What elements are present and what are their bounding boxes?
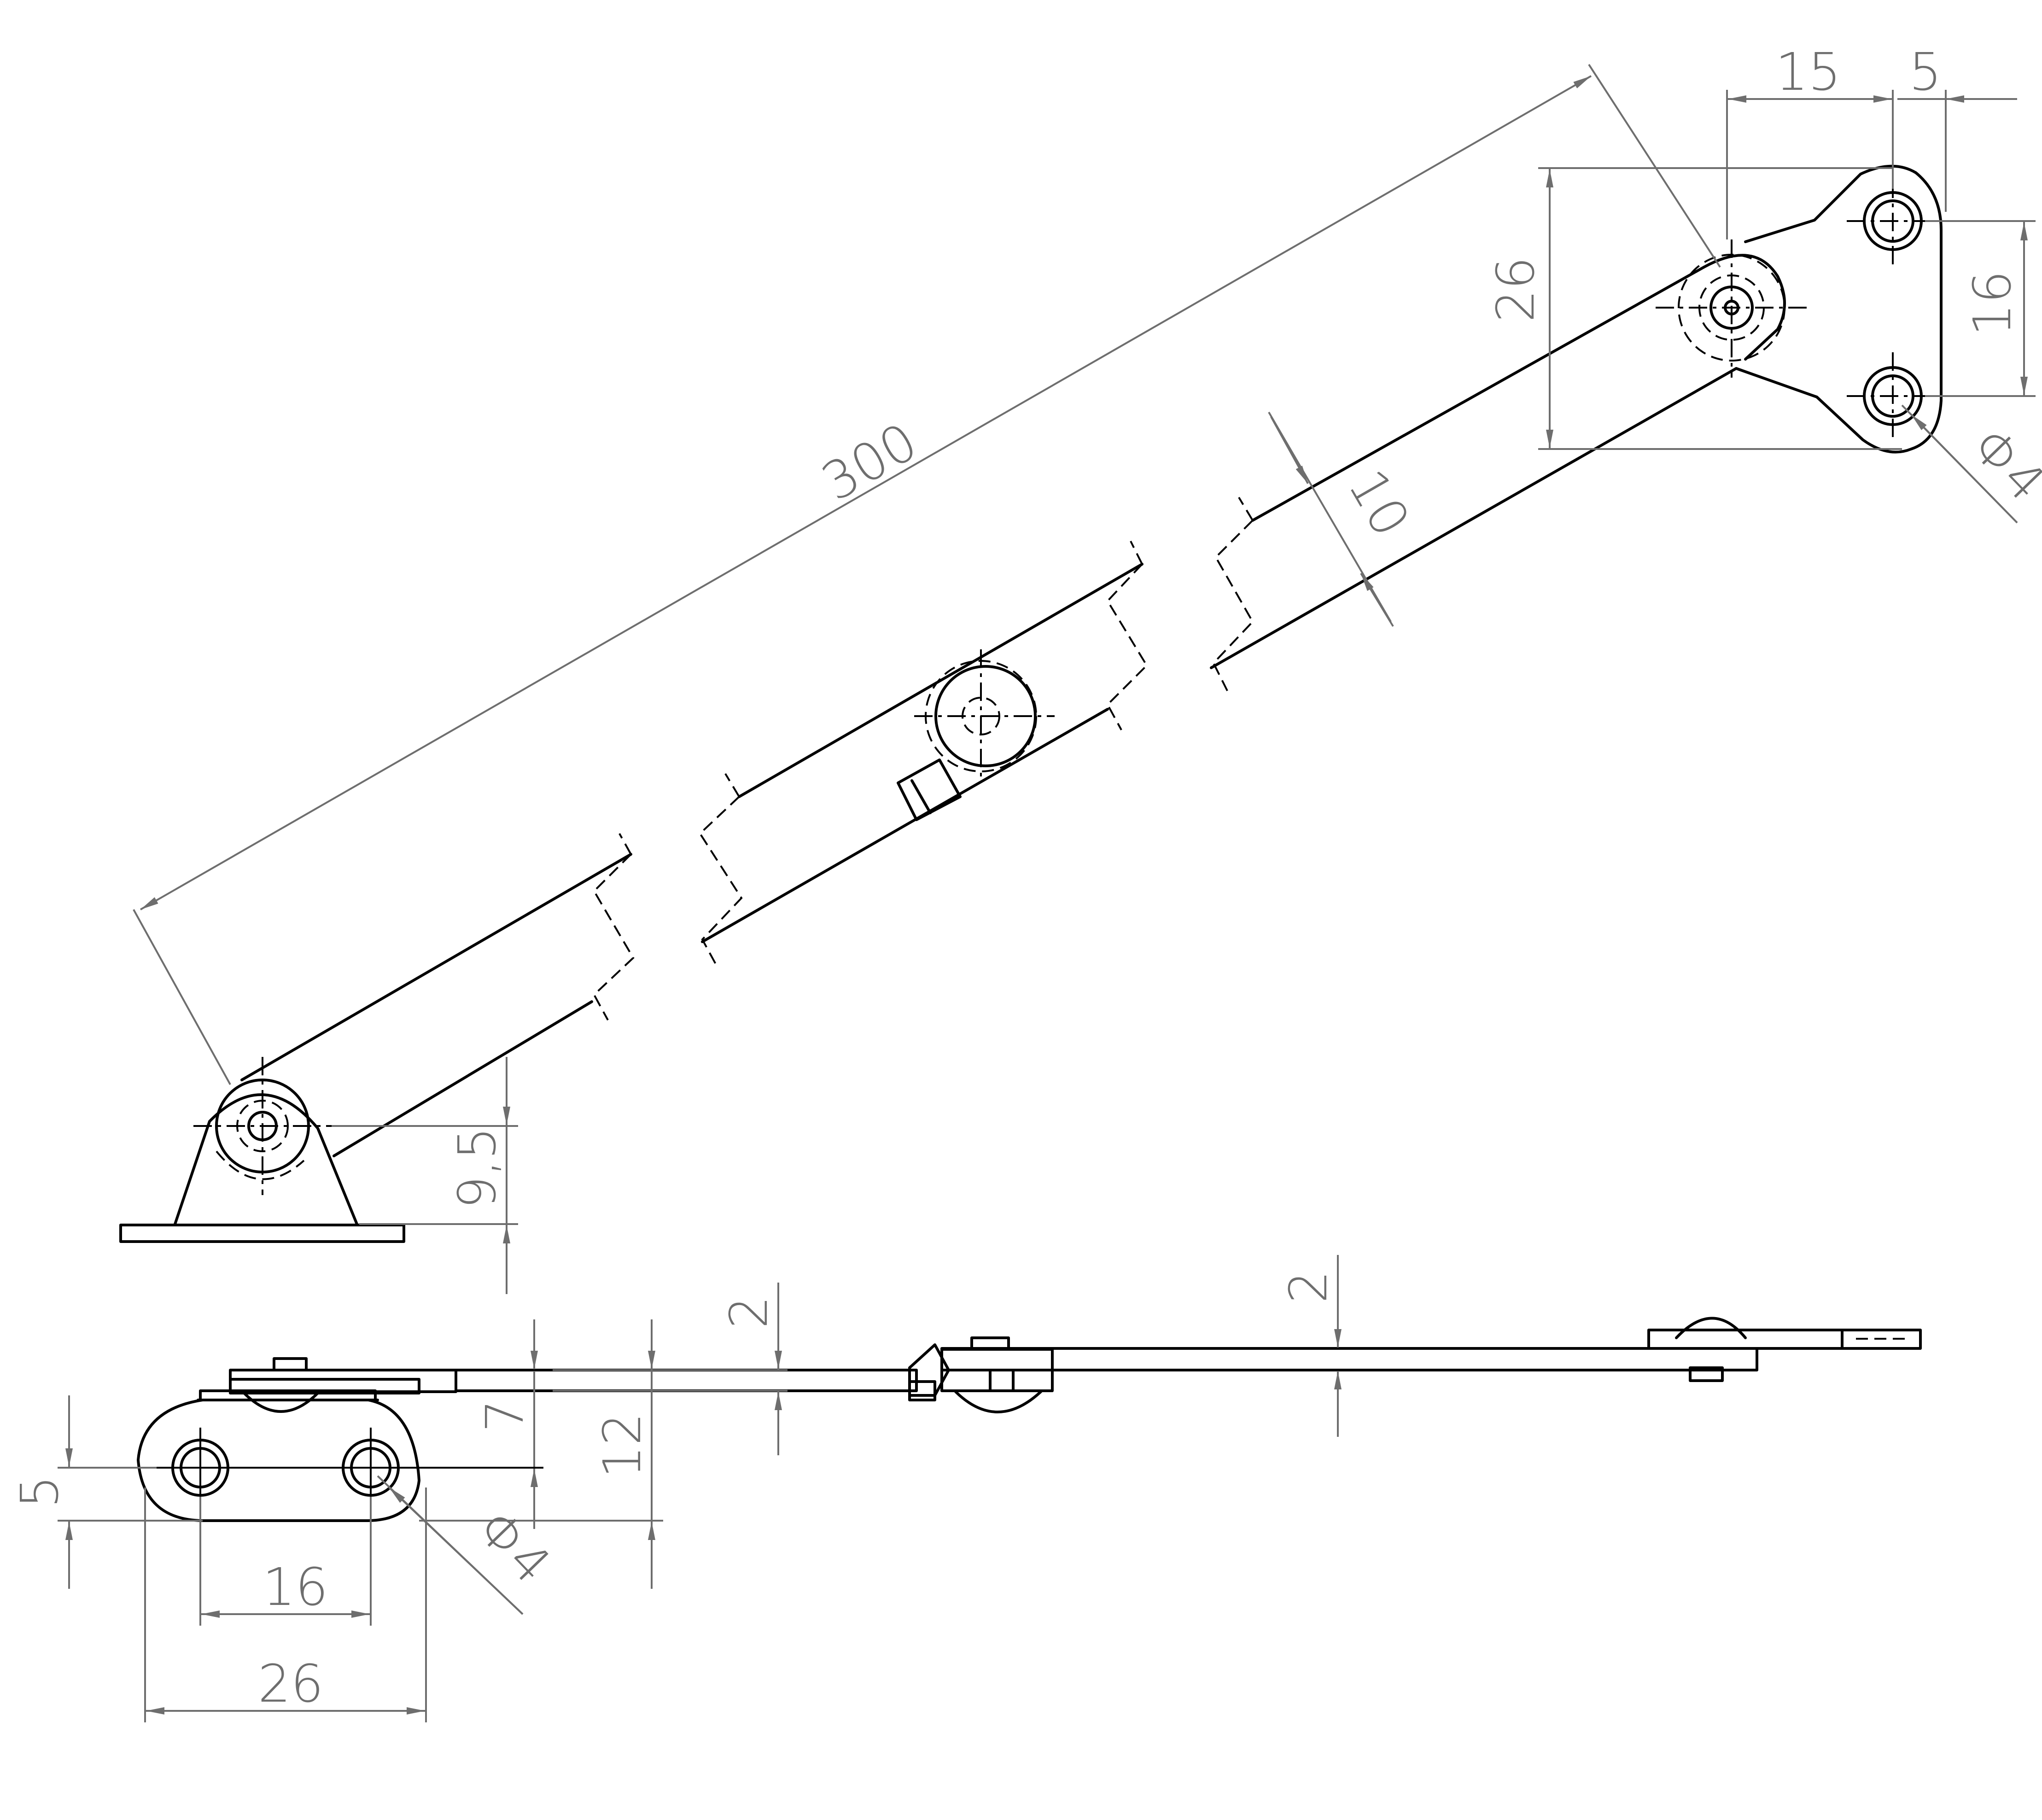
- side-view: [137, 1317, 1922, 1522]
- dimension-26-upper: 26: [1486, 167, 1902, 450]
- dim-12-label: 12: [593, 1412, 653, 1478]
- dim-2-right-label: 2: [1279, 1271, 1339, 1303]
- dim-9-5-label: 9,5: [448, 1127, 508, 1209]
- dimension-2-left: 2: [553, 1283, 788, 1455]
- dimension-15-5: 15 5: [1726, 42, 2017, 239]
- dim-16-base-label: 16: [263, 1558, 328, 1617]
- arm-top-view: [240, 266, 1738, 1157]
- dim-26-upper-label: 26: [1486, 257, 1546, 322]
- dimension-16-upper: 16: [1925, 220, 2036, 397]
- dimension-2-right: 2: [1279, 1255, 1342, 1437]
- dimension-12: 12: [419, 1319, 663, 1589]
- dim-26-base-label: 26: [258, 1654, 324, 1714]
- svg-text:Φ4: Φ4: [1960, 416, 2042, 513]
- dimension-300: 300: [133, 64, 1721, 1085]
- dim-300-label: 300: [812, 412, 928, 513]
- dimension-dia4-upper: Φ4: [1901, 404, 2042, 524]
- lower-base-plate: [119, 1224, 405, 1243]
- dim-7-label: 7: [475, 1400, 535, 1432]
- dimension-26-base: 26: [144, 1488, 427, 1722]
- dimension-5-base: 5: [10, 1395, 203, 1589]
- upper-plate-outline: [1735, 164, 1943, 454]
- lower-bracket-top-view: [119, 1057, 405, 1243]
- dimension-7: 7: [475, 1319, 538, 1529]
- dim-5-base-label: 5: [10, 1476, 70, 1508]
- base-plate-outline: [137, 1399, 420, 1522]
- upper-bracket-top-view: [1656, 164, 1943, 454]
- dim-10-label: 10: [1336, 460, 1421, 547]
- lower-bracket-body: [174, 1093, 358, 1225]
- dim-2-left-label: 2: [719, 1296, 779, 1329]
- dim-15-label: 15: [1775, 42, 1841, 102]
- dim-16-upper-label: 16: [1963, 270, 2023, 336]
- svg-text:Φ4: Φ4: [466, 1498, 562, 1595]
- dim-5-top-label: 5: [1909, 42, 1942, 102]
- dimension-9-5: 9,5: [332, 1057, 518, 1294]
- dimension-10-arm: 10: [1268, 411, 1421, 627]
- dimension-16-base: 16: [199, 1497, 372, 1626]
